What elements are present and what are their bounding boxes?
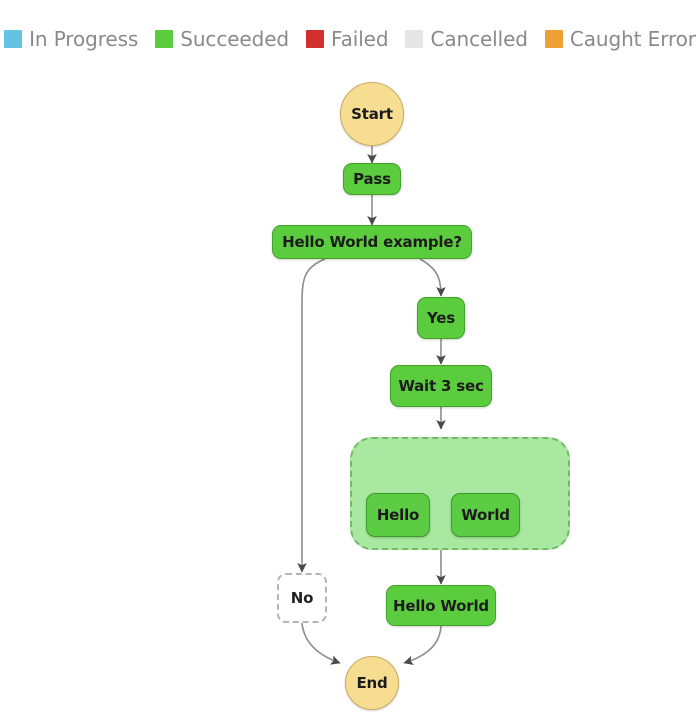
node-world[interactable]: World — [451, 493, 520, 537]
legend-item-caught-error: Caught Error — [544, 27, 696, 51]
edge-helloworld-end — [403, 625, 442, 666]
edge-choice-no — [297, 258, 326, 573]
node-hello[interactable]: Hello — [366, 493, 430, 537]
state-machine-graph: Start Pass Hello World example? Yes Wait… — [0, 56, 700, 722]
node-no-label: No — [290, 589, 314, 607]
legend-swatch-failed — [306, 30, 325, 48]
edge-choice-yes — [419, 258, 446, 297]
node-hello-world-label: Hello World — [393, 596, 489, 615]
graph-edges — [297, 146, 486, 666]
legend-item-failed: Failed — [306, 27, 389, 51]
legend-item-cancelled: Cancelled — [405, 27, 528, 51]
node-pass[interactable]: Pass — [343, 163, 401, 195]
node-wait[interactable]: Wait 3 sec — [390, 365, 492, 407]
edge-no-end — [301, 622, 341, 665]
legend-swatch-in-progress — [4, 30, 23, 48]
legend-label-caught-error: Caught Error — [569, 27, 696, 51]
legend-swatch-cancelled — [405, 30, 424, 48]
node-no[interactable]: No — [277, 573, 327, 623]
node-start-label: Start — [351, 105, 393, 123]
node-end-label: End — [356, 674, 388, 692]
legend-label-succeeded: Succeeded — [180, 27, 290, 51]
legend-item-in-progress: In Progress — [4, 29, 138, 49]
node-end[interactable]: End — [345, 656, 399, 710]
node-hello-label: Hello — [376, 506, 420, 524]
node-hello-world[interactable]: Hello World — [386, 585, 496, 626]
legend-swatch-caught-error — [544, 30, 563, 48]
node-wait-label: Wait 3 sec — [398, 377, 484, 395]
node-choice[interactable]: Hello World example? — [272, 225, 472, 259]
node-start[interactable]: Start — [340, 82, 404, 146]
legend-label-cancelled: Cancelled — [430, 27, 528, 51]
node-yes[interactable]: Yes — [417, 297, 465, 339]
node-pass-label: Pass — [353, 170, 391, 188]
status-legend: In Progress Succeeded Failed Cancelled C… — [0, 22, 700, 56]
node-yes-label: Yes — [427, 309, 455, 327]
legend-swatch-succeeded — [155, 30, 174, 48]
node-choice-label: Hello World example? — [282, 233, 462, 251]
legend-label-failed: Failed — [331, 27, 389, 51]
legend-item-succeeded: Succeeded — [155, 29, 289, 49]
node-world-label: World — [461, 506, 510, 524]
legend-label-in-progress: In Progress — [29, 27, 139, 51]
